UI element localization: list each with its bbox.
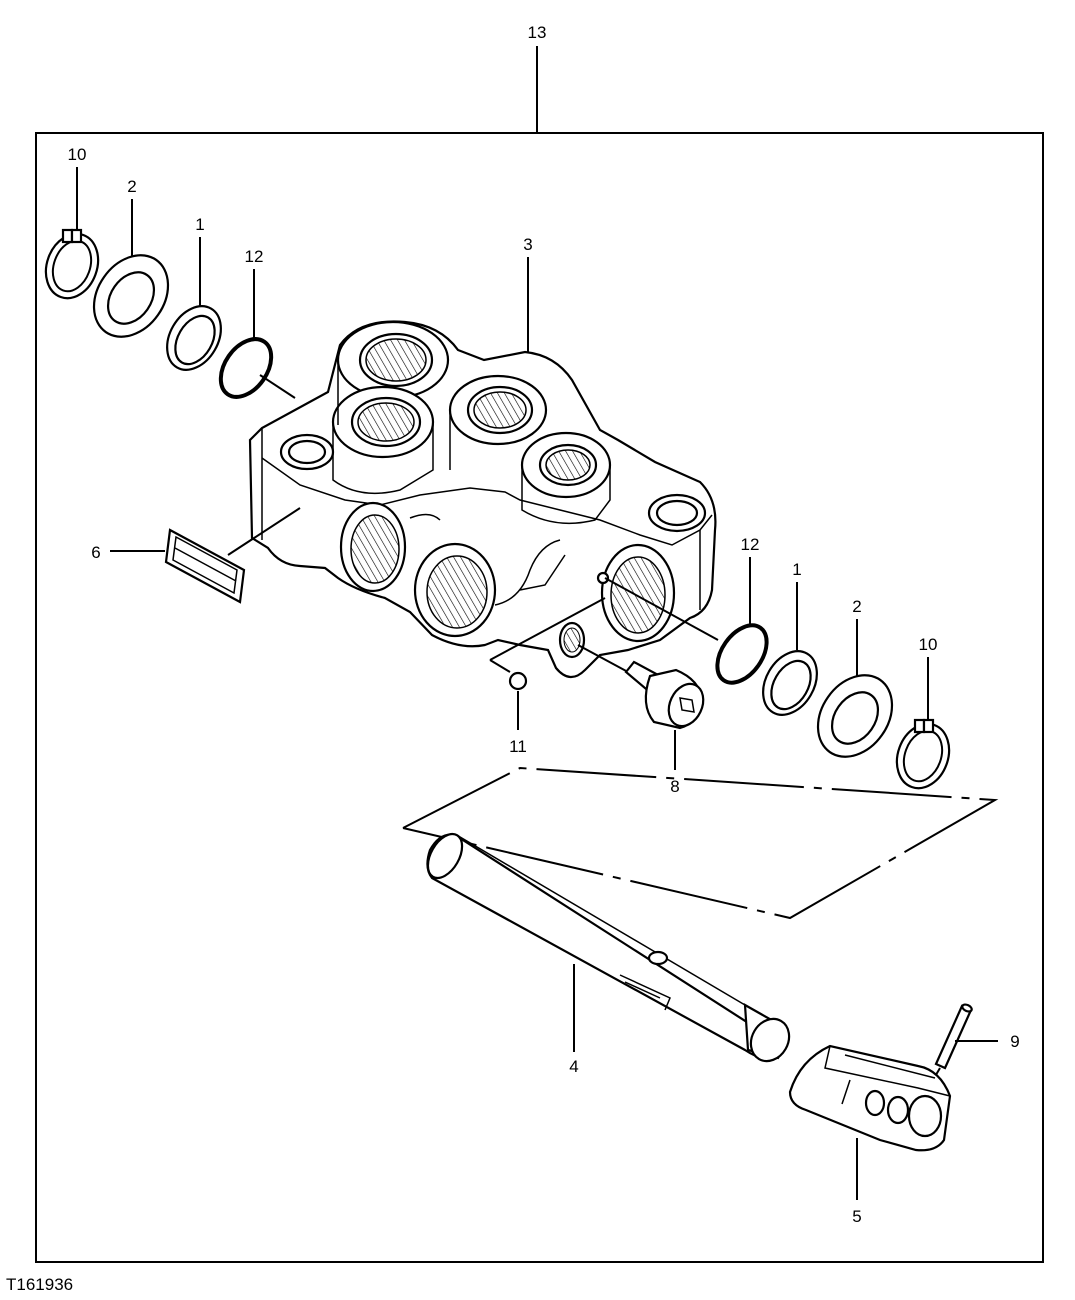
axis-line-ball-2 [489,659,511,673]
axis-line-ball [489,597,606,661]
callout-2-left: 2 [127,177,136,196]
ring-left [166,305,222,371]
washer-left [92,254,170,338]
oring-right [715,623,769,685]
ball [508,671,528,691]
callout-4: 4 [569,1057,578,1076]
callout-9: 9 [1010,1032,1019,1051]
callout-12-left: 12 [245,247,264,266]
callout-2-right: 2 [852,597,861,616]
valve-housing [248,320,717,679]
callout-10-left: 10 [68,145,87,164]
axis-line-left [259,374,296,399]
callout-11: 11 [509,737,527,756]
axis-line-right [604,577,719,641]
oring-left [218,337,274,399]
retaining-ring-left [44,228,100,300]
callout-6: 6 [91,543,100,562]
callout-1-right: 1 [792,560,801,579]
axis-line-label [227,507,301,556]
assembly-frame [35,132,1044,1263]
axis-line-plug [577,644,629,673]
retaining-ring-right [895,718,951,790]
callout-12-right: 12 [741,535,760,554]
figure-id: T161936 [6,1275,73,1294]
plug-screw [624,660,705,730]
spool-clevis [788,1044,952,1152]
ring-right [762,650,818,716]
callout-1-left: 1 [195,215,204,234]
callout-3: 3 [523,235,532,254]
label-plate [164,528,246,604]
pin [934,1003,973,1070]
washer-right [816,674,894,758]
callout-8: 8 [670,777,679,796]
spool-axis-frame [402,766,999,920]
callout-5: 5 [852,1207,861,1226]
callout-10-right: 10 [919,635,938,654]
callout-13: 13 [528,23,547,42]
spool [426,832,791,1063]
